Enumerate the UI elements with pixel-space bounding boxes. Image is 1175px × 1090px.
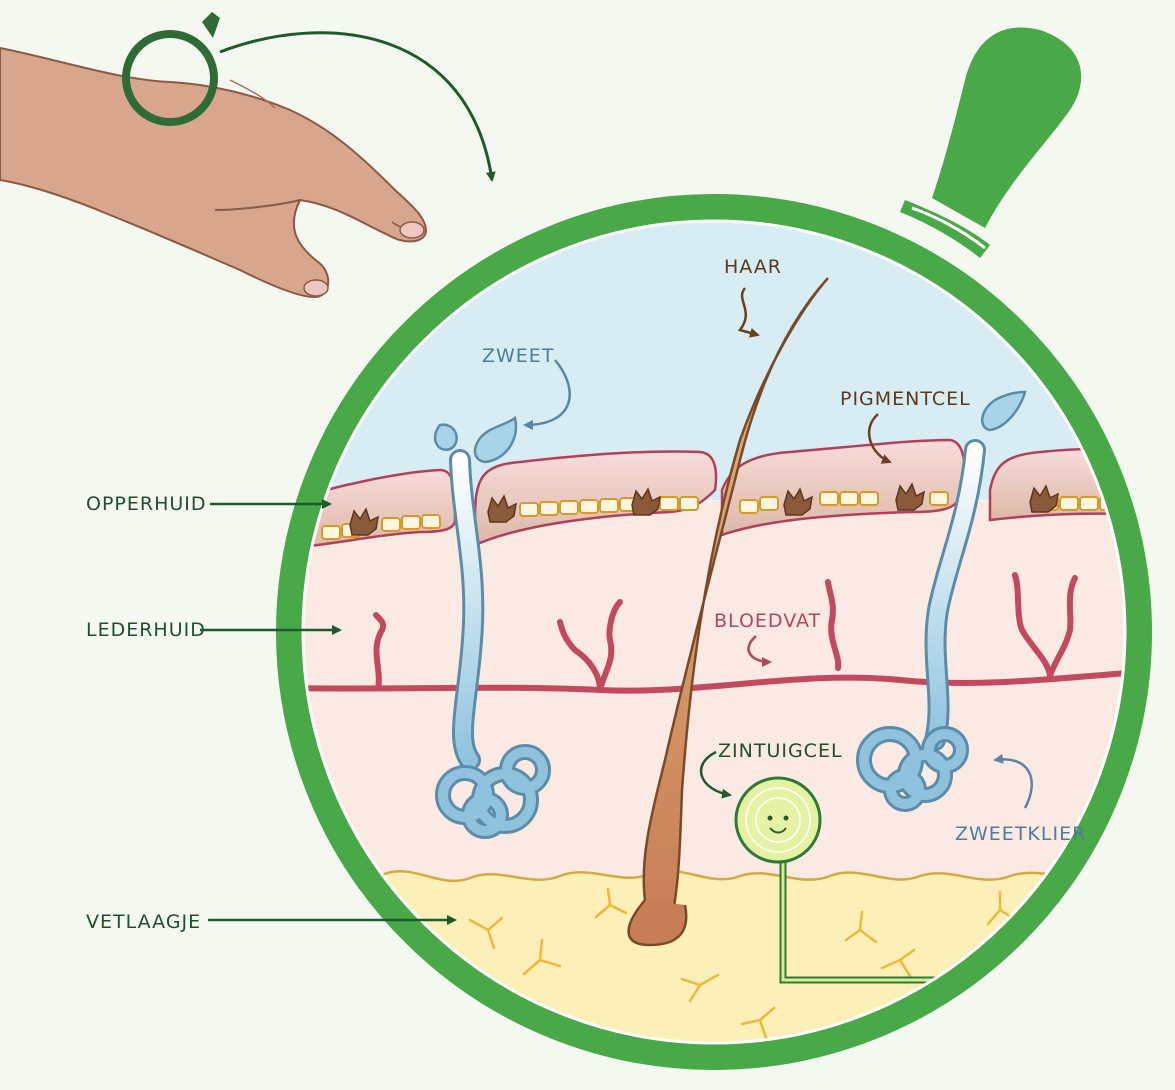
svg-text:ZWEET: ZWEET	[482, 345, 554, 367]
magnifier-handle	[900, 27, 1081, 258]
svg-text:ZWEETKLIER: ZWEETKLIER	[955, 823, 1086, 845]
svg-text:ZINTUIGCEL: ZINTUIGCEL	[718, 740, 843, 762]
svg-text:LEDERHUID: LEDERHUID	[86, 619, 206, 641]
svg-text:PIGMENTCEL: PIGMENTCEL	[840, 388, 971, 410]
svg-text:HAAR: HAAR	[724, 256, 782, 278]
svg-text:BLOEDVAT: BLOEDVAT	[714, 610, 821, 632]
fat-layer	[290, 871, 1140, 1060]
svg-text:OPPERHUID: OPPERHUID	[86, 493, 207, 515]
svg-text:VETLAAGJE: VETLAAGJE	[86, 911, 201, 933]
